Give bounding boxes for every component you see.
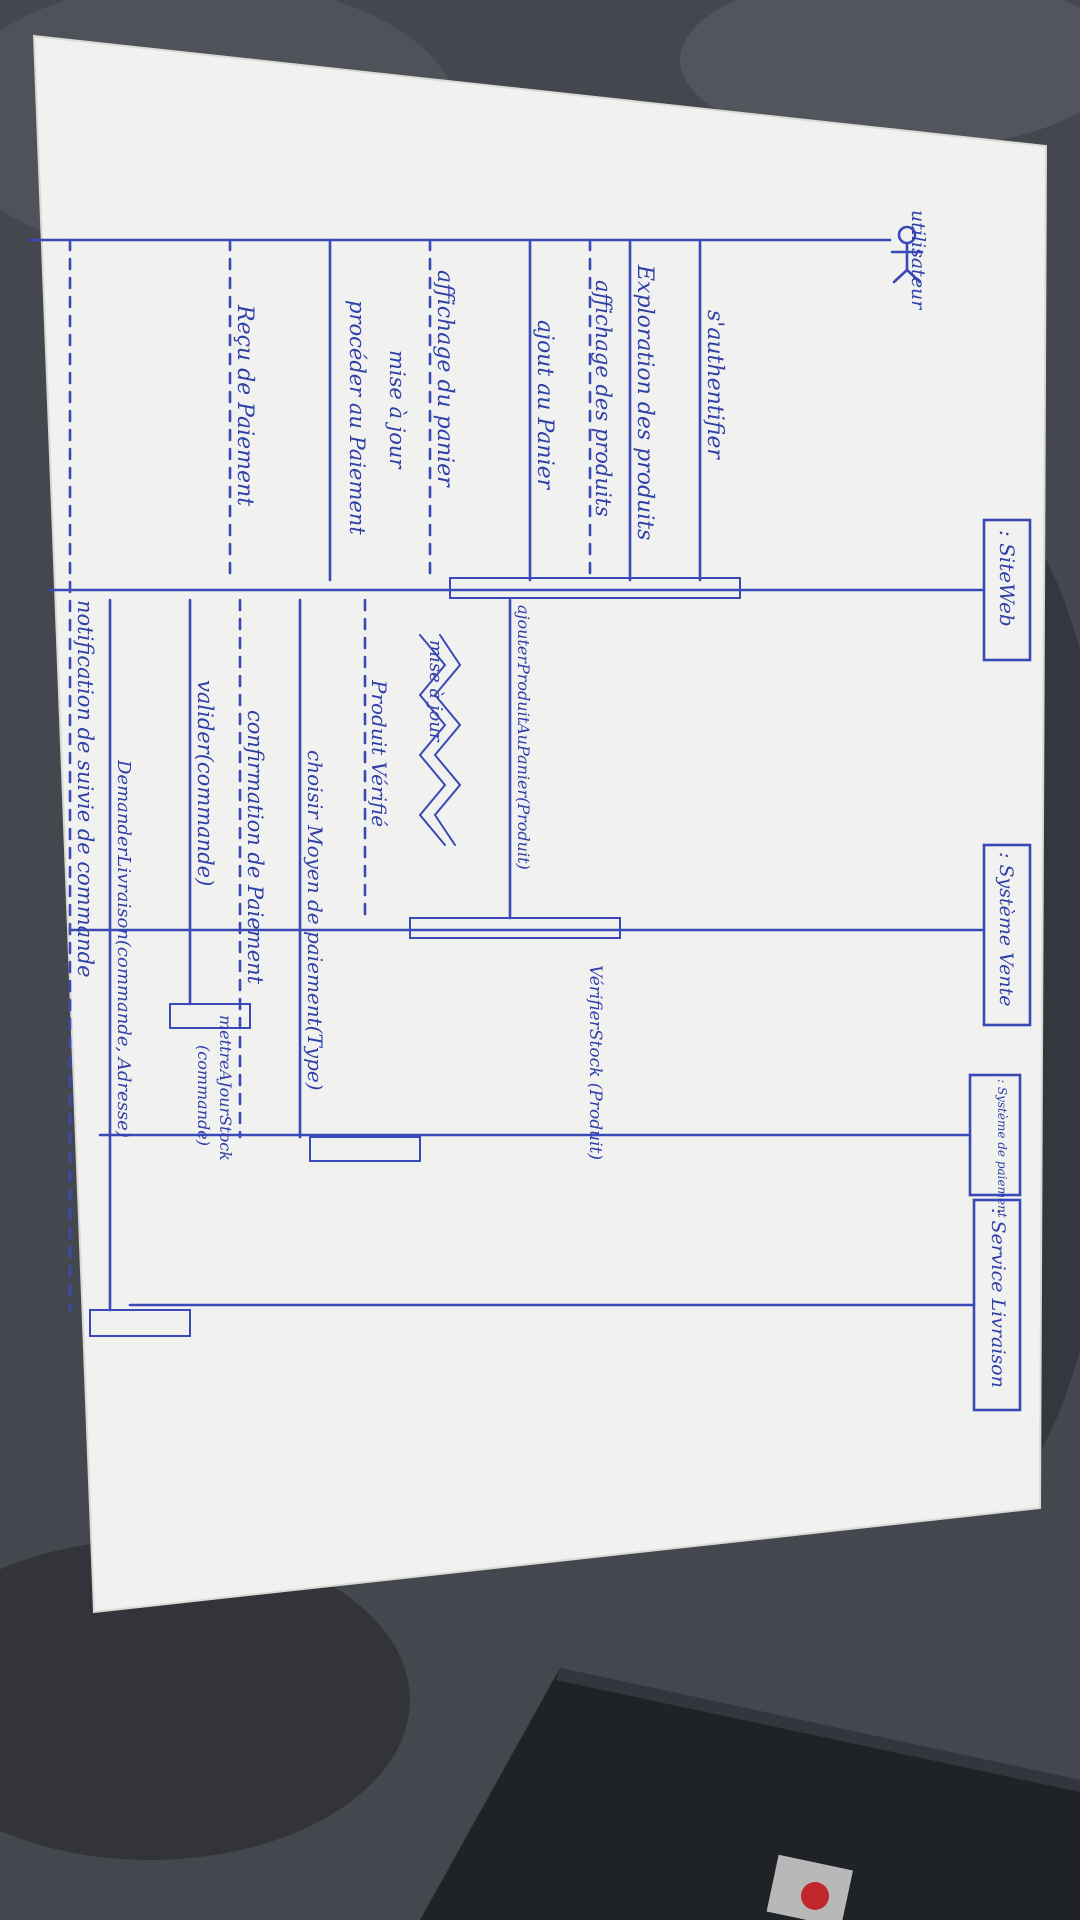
laptop-edge — [556, 1668, 1080, 1792]
actor-label: utilisateur — [907, 210, 929, 311]
message-label: ajouterProduitAuPanier(Produit) — [514, 605, 533, 870]
activation-vente-update — [169, 1003, 251, 1029]
actor-participant: utilisateur — [890, 210, 929, 311]
fabric-fold — [680, 0, 1080, 150]
message-label: Reçu de Paiement — [232, 304, 257, 506]
participant-label: : Service Livraison — [987, 1208, 1009, 1388]
message-label: affichage du panier — [432, 270, 457, 488]
self-message-label: (commande) — [194, 1045, 213, 1146]
message-label: DemanderLivraison(commande, Adresse) — [113, 759, 134, 1138]
message-label: notification de suivie de commande — [73, 600, 97, 978]
participant-box — [982, 843, 1032, 1027]
scribble-strikeout — [418, 634, 447, 846]
message-label: Produit Vérifié — [367, 679, 391, 827]
activation-siteweb — [449, 577, 741, 599]
message-label: valider(commande) — [193, 680, 217, 886]
message-label: ajout au Panier — [532, 320, 557, 491]
message-label: confirmation de Paiement — [243, 710, 267, 985]
activation-paiement — [309, 1136, 421, 1162]
activation-vente — [409, 917, 621, 939]
self-message-label: mettreAJourStock — [216, 1015, 235, 1161]
message-label: mise à jour — [385, 350, 409, 470]
paper-sheet — [34, 36, 1046, 1612]
paper-edge — [32, 34, 1048, 1614]
message-label: procéder au Paiement — [345, 300, 369, 535]
message-label: mise à jour — [425, 640, 446, 743]
participant-label: : SiteWeb — [995, 530, 1019, 627]
participant-vente: : Système Vente — [982, 843, 1032, 1027]
self-message-label: VérifierStock (Produit) — [585, 965, 605, 1160]
fabric-fold — [0, 1540, 410, 1860]
actor-leg-icon — [892, 268, 909, 284]
scribble-strikeout — [433, 634, 462, 846]
laptop-logo — [801, 1882, 829, 1910]
message-label: affichage des produits — [591, 280, 615, 517]
message-label: s'authentifier — [702, 310, 727, 460]
message-label: Exploration des produits — [632, 264, 657, 540]
participant-label: : Système de paiement — [995, 1079, 1009, 1218]
activation-livraison — [89, 1309, 191, 1337]
laptop-corner — [420, 1668, 1080, 1920]
sequence-diagram: utilisateur : SiteWeb : Système Vente : … — [28, 210, 1032, 1412]
actor-leg-icon — [905, 268, 922, 284]
participant-label: : Système Vente — [995, 852, 1017, 1006]
message-label: choisir Moyen de paiement(Type) — [303, 750, 327, 1091]
